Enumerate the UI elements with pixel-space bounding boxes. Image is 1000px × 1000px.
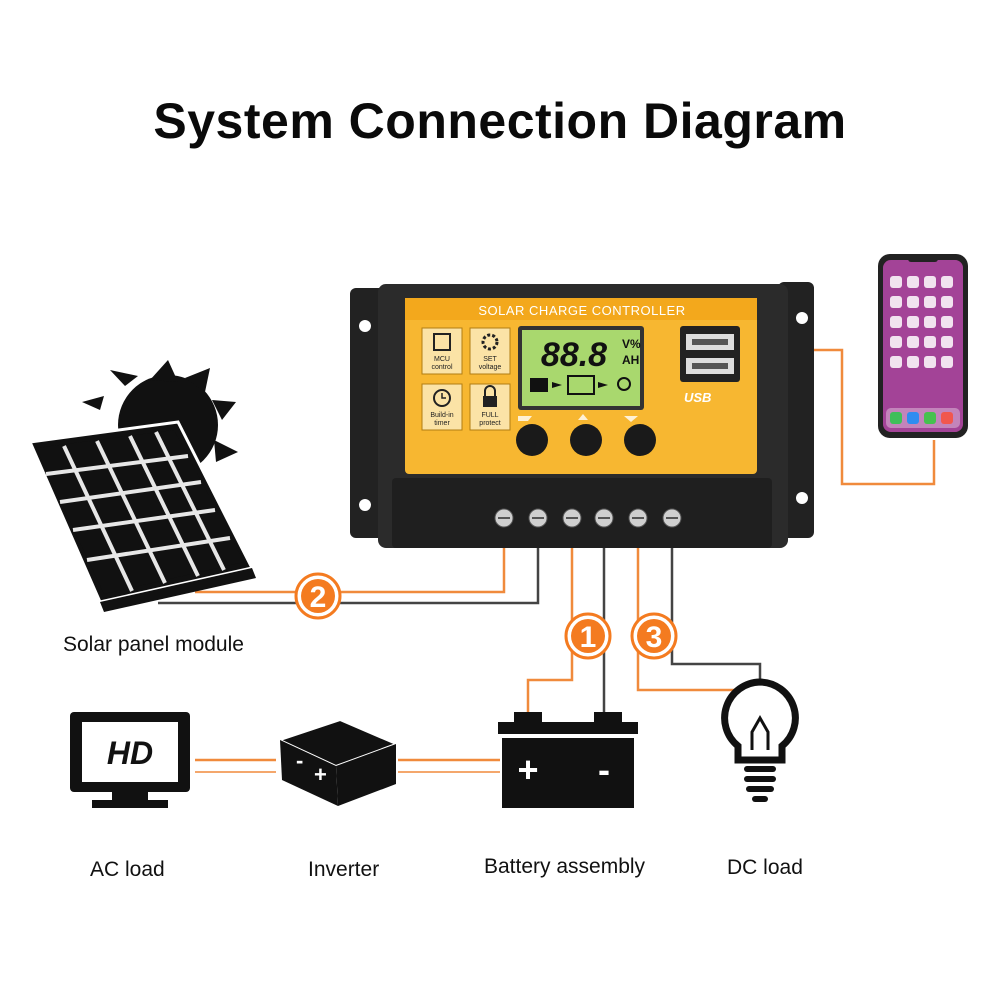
battery-minus: - — [598, 749, 610, 790]
clock-icon — [433, 389, 451, 407]
light-bulb-icon — [721, 678, 799, 802]
step-badge-3: 3 — [630, 612, 678, 660]
lock-icon — [483, 385, 497, 407]
controller-name-plate: SOLAR CHARGE CONTROLLER — [478, 303, 685, 318]
feature-3-line1: Build-in — [430, 412, 453, 419]
feature-1-line1: MCU — [434, 356, 450, 363]
step-2-label: 2 — [310, 581, 327, 614]
chip-icon — [433, 333, 451, 351]
battery-label: Battery assembly — [484, 855, 646, 878]
inverter-icon: - + — [277, 718, 399, 806]
inverter-label: Inverter — [308, 858, 380, 881]
tv-icon: HD — [70, 712, 190, 808]
lcd-arrow-icon-2 — [598, 382, 608, 388]
load-wire-positive — [636, 548, 740, 692]
up-button[interactable] — [570, 424, 602, 456]
lcd-battery-icon — [567, 375, 595, 395]
lcd-unit-top: V% — [622, 337, 641, 351]
usb-label: USB — [684, 390, 711, 405]
lcd-unit-bottom: AH — [622, 353, 639, 367]
charge-controller: SOLAR CHARGE CONTROLLER MCU control S — [350, 282, 814, 548]
feature-1-line2: control — [431, 364, 452, 371]
usb-ports: USB — [680, 326, 740, 405]
menu-button[interactable] — [516, 424, 548, 456]
battery-icon: + - — [498, 712, 638, 808]
step-3-label: 3 — [646, 621, 663, 654]
step-badge-2: 2 — [294, 572, 342, 620]
lcd-panel-icon — [530, 378, 548, 392]
page-title: System Connection Diagram — [153, 93, 847, 149]
terminal-screws — [494, 508, 682, 528]
lcd-digits: 88.8 — [541, 336, 607, 374]
feature-4-line2: protect — [479, 420, 500, 427]
smartphone-icon — [878, 254, 968, 438]
solar-panel-label: Solar panel module — [63, 633, 244, 656]
step-1-label: 1 — [580, 621, 597, 654]
solar-panel-icon — [27, 360, 256, 612]
inverter-plus: + — [314, 762, 327, 787]
down-button[interactable] — [624, 424, 656, 456]
ac-load-label: AC load — [90, 858, 165, 881]
lcd-display: 88.8 V% AH — [518, 326, 644, 410]
controller-buttons — [516, 414, 656, 456]
dc-load-label: DC load — [727, 856, 803, 879]
wires — [158, 348, 936, 773]
feature-tiles: MCU control SET voltage Build-in timer F… — [421, 327, 511, 431]
feature-2-line1: SET — [483, 356, 497, 363]
lcd-arrow-icon — [552, 382, 562, 388]
lcd-bulb-icon — [617, 377, 631, 391]
feature-3-line2: timer — [434, 420, 450, 427]
gear-icon — [481, 333, 499, 351]
tv-badge: HD — [107, 735, 153, 771]
load-wire-negative — [670, 548, 762, 690]
battery-plus: + — [517, 749, 538, 790]
solar-wire-negative — [158, 548, 540, 605]
battery-wire-positive — [526, 548, 574, 712]
feature-2-line2: voltage — [479, 364, 502, 371]
inverter-minus: - — [296, 748, 303, 773]
step-badge-1: 1 — [564, 612, 612, 660]
feature-4-line1: FULL — [481, 412, 498, 419]
